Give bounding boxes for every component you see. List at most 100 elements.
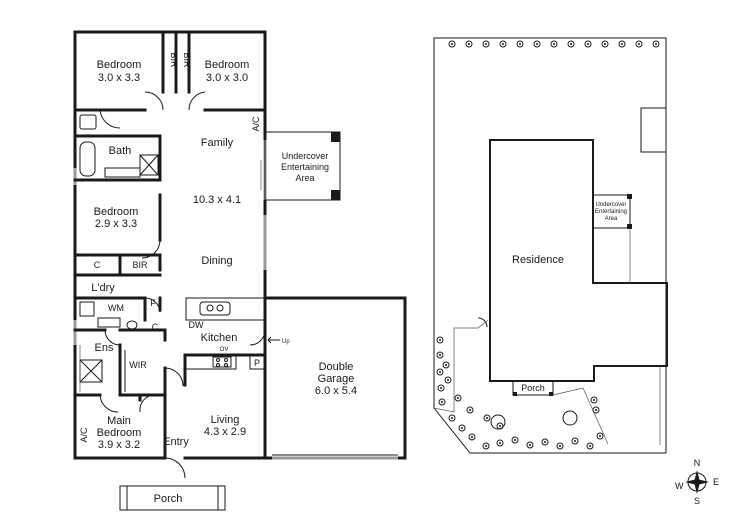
garage-label-1: Double — [319, 361, 354, 373]
undercover-area — [264, 131, 341, 201]
fridge-label: F — [150, 298, 156, 308]
tree-trunk-icon — [621, 43, 623, 45]
tree-trunk-icon — [461, 427, 463, 429]
main-bedroom-label-1: Main — [107, 415, 131, 427]
up-label: Up — [282, 339, 290, 345]
ensuite-label: Ens — [95, 342, 114, 354]
tree-trunk-icon — [485, 445, 487, 447]
tree-trunk-icon — [587, 43, 589, 45]
cupboard-a-label: C — [94, 260, 101, 270]
tree-trunk-icon — [529, 444, 531, 446]
site-undercover-label-2: Entertaining — [595, 209, 627, 215]
undercover-label-1: Undercover — [282, 151, 329, 161]
compass-e: E — [713, 477, 719, 487]
outer-walls — [73, 30, 267, 460]
up-arrow-icon — [267, 336, 280, 344]
cupboard-b-label: C — [152, 322, 159, 332]
family-label: Family — [201, 137, 234, 149]
entry-label: Entry — [163, 436, 189, 448]
living-label: Living — [211, 414, 240, 426]
wir-label: WIR — [129, 360, 147, 370]
porch — [119, 485, 226, 511]
site-boundary — [433, 37, 667, 454]
tree-trunk-icon — [559, 445, 561, 447]
site-plan: Residence Undercover Entertaining Area P… — [433, 37, 668, 454]
tree-trunk-icon — [485, 43, 487, 45]
undercover-label-3: Area — [295, 173, 314, 183]
main-bedroom-size: 3.9 x 3.2 — [98, 439, 140, 451]
tree-trunk-icon — [553, 43, 555, 45]
tree-trunk-icon — [514, 439, 516, 441]
undercover-label-2: Entertaining — [281, 162, 329, 172]
tree-trunk-icon — [445, 364, 447, 366]
tree-trunk-icon — [544, 441, 546, 443]
fixtures — [79, 114, 266, 392]
site-trees — [436, 40, 660, 450]
pantry-label: P — [254, 358, 260, 368]
site-undercover-label-1: Undercover — [595, 202, 626, 208]
floor-plan: Bedroom 3.0 x 3.3 Bedroom 3.0 x 3.0 BIR … — [73, 30, 407, 511]
site-undercover-outline — [592, 194, 631, 229]
tree-trunk-icon — [451, 43, 453, 45]
garage-label-2: Garage — [318, 373, 355, 385]
laundry-label: L'dry — [91, 282, 115, 294]
tree-trunk-icon — [439, 371, 441, 373]
compass-n: N — [694, 458, 701, 468]
dw-label: DW — [189, 320, 204, 330]
compass-w: W — [675, 481, 684, 491]
bedroom-nw-label: Bedroom — [97, 59, 142, 71]
oven-label: OV — [220, 347, 229, 353]
tree-trunk-icon — [593, 399, 595, 401]
tree-trunk-icon — [441, 401, 443, 403]
tree-trunk-icon — [574, 440, 576, 442]
tree-trunk-icon — [499, 425, 501, 427]
bir-c-label: BIR — [132, 260, 148, 270]
living-size: 4.3 x 2.9 — [204, 426, 246, 438]
tree-trunk-icon — [486, 417, 488, 419]
tree-trunk-icon — [439, 339, 441, 341]
tree-trunk-icon — [471, 436, 473, 438]
bedroom-mid-size: 2.9 x 3.3 — [95, 218, 137, 230]
garage-size: 6.0 x 5.4 — [315, 385, 357, 397]
tree-trunk-icon — [536, 43, 538, 45]
tree-trunk-icon — [655, 43, 657, 45]
main-bedroom-label-2: Bedroom — [97, 427, 142, 439]
bedroom-ne-size: 3.0 x 3.0 — [206, 72, 248, 84]
tree-trunk-icon — [451, 417, 453, 419]
compass-s: S — [694, 496, 700, 506]
tree-trunk-icon — [502, 43, 504, 45]
door-swings — [99, 91, 266, 479]
interior-walls — [73, 30, 267, 460]
porch-label: Porch — [154, 493, 183, 505]
ac-main-label: A/C — [79, 427, 89, 443]
bir-a-label: BIR — [169, 52, 179, 68]
tree-trunk-icon — [440, 387, 442, 389]
tree-trunk-icon — [439, 354, 441, 356]
ac-family-label: A/C — [251, 116, 261, 132]
kitchen-label: Kitchen — [201, 332, 238, 344]
tree-trunk-icon — [469, 409, 471, 411]
bedroom-ne-label: Bedroom — [205, 59, 250, 71]
large-tree-icon — [562, 410, 578, 426]
tree-trunk-icon — [595, 409, 597, 411]
dining-label: Dining — [201, 255, 232, 267]
garden-edge — [433, 319, 609, 445]
wm-label: WM — [108, 303, 124, 313]
site-porch-outline — [512, 380, 554, 396]
tree-trunk-icon — [499, 442, 501, 444]
bath-label: Bath — [109, 145, 132, 157]
double-garage — [263, 296, 407, 460]
large-tree-icon — [490, 414, 506, 430]
site-undercover-label-3: Area — [605, 216, 618, 222]
tree-trunk-icon — [457, 397, 459, 399]
site-porch-label: Porch — [521, 383, 545, 393]
tree-trunk-icon — [638, 43, 640, 45]
compass: N E S W — [675, 458, 719, 506]
tree-trunk-icon — [468, 43, 470, 45]
residence-label: Residence — [512, 254, 564, 266]
tree-trunk-icon — [599, 435, 601, 437]
tree-trunk-icon — [570, 43, 572, 45]
tree-trunk-icon — [447, 379, 449, 381]
bir-b-label: BIR — [182, 52, 192, 68]
